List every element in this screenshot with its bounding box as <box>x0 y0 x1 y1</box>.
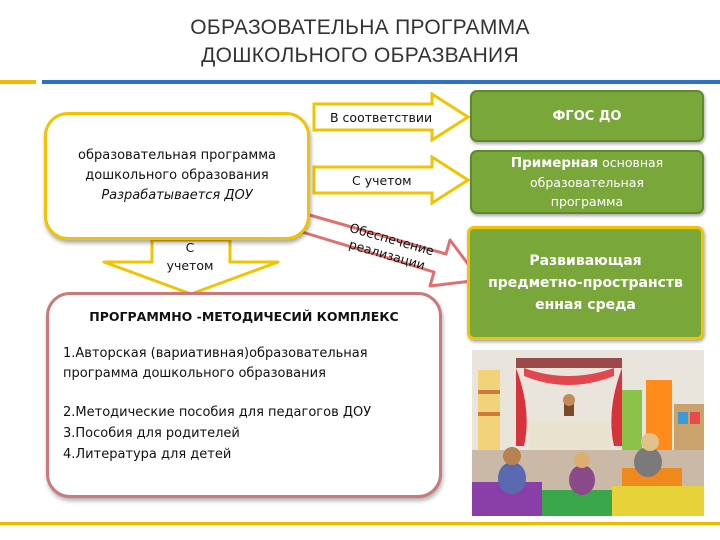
main-box-line-3: Разрабатывается ДОУ <box>101 188 253 203</box>
title-line-1: ОБРАЗОВАТЕЛЬНА ПРОГРАММА <box>190 16 530 39</box>
environment-line-1: Развивающая <box>529 253 642 269</box>
arrow-down-line-2: учетом <box>166 258 214 273</box>
fgos-label: ФГОС ДО <box>552 108 622 124</box>
example-program-line-1: Примерная основная <box>511 153 663 173</box>
accent-rule-bottom <box>0 522 720 525</box>
complex-item-1-line-1: 1.Авторская (вариативная)образовательная <box>63 346 368 361</box>
complex-list: 2.Методические пособия для педагогов ДОУ… <box>63 402 425 465</box>
arrow-accordance-label: В соответствии <box>330 110 433 125</box>
example-program-line-3: программа <box>550 194 624 209</box>
environment-line-2: предметно-пространств <box>488 275 683 291</box>
example-program-box: Примерная основная образовательная прогр… <box>470 150 704 214</box>
arrow-down-consideration <box>102 238 280 296</box>
example-program-bold: Примерная <box>510 155 599 171</box>
title-line-2: ДОШКОЛЬНОГО ОБРАЗВАНИЯ <box>201 44 519 67</box>
methodical-complex-box: ПРОГРАММНО -МЕТОДИЧЕСИЙ КОМПЛЕКС 1.Автор… <box>46 292 442 498</box>
complex-item-1: 1.Авторская (вариативная)образовательная… <box>63 344 425 384</box>
educational-program-box: образовательная программа дошкольного об… <box>44 112 310 240</box>
classroom-photo <box>472 350 704 516</box>
arrow-provision <box>300 212 482 288</box>
arrow-down-label: С учетом <box>150 239 230 275</box>
arrow-consideration <box>312 155 471 205</box>
main-box-line-2: дошкольного образования <box>85 168 269 183</box>
complex-list-item: 2.Методические пособия для педагогов ДОУ <box>63 405 372 420</box>
example-program-line-2: образовательная <box>530 175 644 190</box>
arrow-consideration-label: С учетом <box>352 173 412 188</box>
complex-list-item: 3.Пособия для родителей <box>63 426 240 441</box>
example-program-rest: основная <box>598 155 664 170</box>
main-box-line-1: образовательная программа <box>78 148 276 163</box>
developing-environment-box: Развивающая предметно-пространств енная … <box>467 226 704 340</box>
page-title: ОБРАЗОВАТЕЛЬНА ПРОГРАММА ДОШКОЛЬНОГО ОБР… <box>0 14 720 70</box>
arrow-accordance <box>312 92 471 142</box>
complex-title: ПРОГРАММНО -МЕТОДИЧЕСИЙ КОМПЛЕКС <box>89 309 399 324</box>
accent-rule-yellow <box>0 80 36 84</box>
arrow-down-line-1: С <box>185 240 195 255</box>
complex-list-item: 4.Литература для детей <box>63 447 232 462</box>
environment-line-3: енная среда <box>535 297 636 313</box>
accent-rule-blue <box>42 80 720 84</box>
complex-item-1-line-2: программа дошкольного образования <box>63 366 326 381</box>
fgos-box: ФГОС ДО <box>470 90 704 142</box>
